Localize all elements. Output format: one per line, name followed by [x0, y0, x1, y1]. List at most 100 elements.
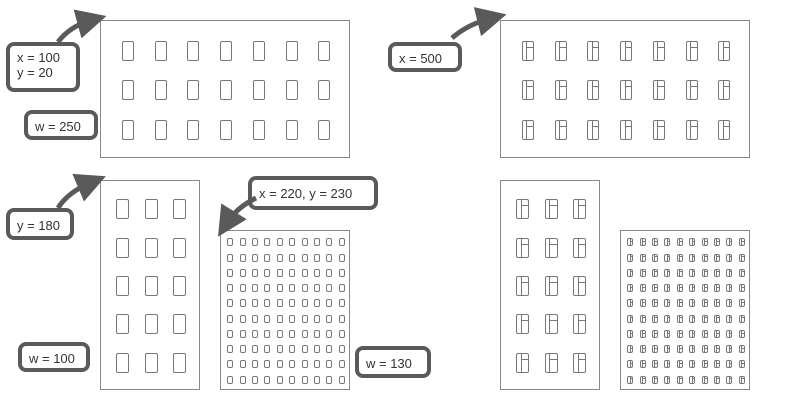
rectangle-outline-icon [338, 238, 345, 247]
window-pane-icon [738, 284, 745, 293]
window-pane-icon [738, 375, 745, 384]
rectangle-outline-icon [264, 238, 271, 247]
callout-top-left-width: w = 250 [24, 110, 98, 140]
rectangle-outline-icon [326, 314, 333, 323]
window-pane-icon [713, 268, 720, 277]
rectangle-outline-icon [172, 237, 186, 258]
rectangle-outline-icon [289, 299, 296, 308]
window-pane-icon [664, 299, 671, 308]
rectangle-outline-icon [338, 375, 345, 384]
window-pane-icon [544, 237, 558, 258]
window-pane-icon [554, 80, 567, 100]
callout-y-value: y = 20 [17, 65, 53, 80]
rectangle-outline-icon [276, 360, 283, 369]
callout-top-left-position: x = 100 y = 20 [6, 42, 80, 92]
window-pane-icon [713, 253, 720, 262]
rectangle-outline-icon [338, 253, 345, 262]
window-pane-icon [689, 360, 696, 369]
rectangle-outline-icon [121, 40, 134, 61]
window-pane-icon [685, 119, 698, 140]
window-pane-icon [689, 299, 696, 308]
callout-bottom-mid-width: w = 130 [355, 346, 431, 378]
rectangle-outline-icon [338, 314, 345, 323]
rectangle-outline-icon [264, 284, 271, 293]
window-pane-icon [664, 329, 671, 338]
rectangle-outline-icon [172, 352, 186, 373]
window-pane-icon [627, 345, 634, 354]
window-pane-icon [516, 314, 530, 335]
window-pane-icon [738, 268, 745, 277]
window-pane-icon [639, 314, 646, 323]
rectangle-outline-icon [252, 345, 259, 354]
rectangle-outline-icon [264, 329, 271, 338]
rectangle-outline-icon [227, 345, 234, 354]
window-pane-icon [726, 329, 733, 338]
window-pane-icon [676, 360, 683, 369]
callout-width-text: w = 100 [29, 351, 75, 366]
callout-x-text: x = 500 [399, 51, 443, 66]
panel-bottom-right [500, 180, 600, 390]
window-pane-icon [664, 314, 671, 323]
rectangle-outline-icon [154, 119, 167, 140]
arrow-top-left [56, 9, 107, 44]
rectangle-outline-icon [264, 268, 271, 277]
window-pane-icon [516, 276, 530, 296]
window-pane-icon [639, 345, 646, 354]
rectangle-outline-icon [252, 253, 259, 262]
window-pane-icon [652, 284, 659, 293]
rectangle-outline-icon [338, 299, 345, 308]
window-pane-icon [701, 375, 708, 384]
rectangle-outline-icon [144, 199, 158, 220]
window-pane-icon [738, 253, 745, 262]
window-pane-icon [664, 268, 671, 277]
window-pane-icon [676, 299, 683, 308]
window-pane-icon [713, 299, 720, 308]
rectangle-outline-icon [239, 360, 246, 369]
window-pane-icon [701, 360, 708, 369]
rectangle-outline-icon [301, 253, 308, 262]
rectangle-outline-icon [313, 360, 320, 369]
window-pane-icon [738, 360, 745, 369]
window-pane-icon [689, 253, 696, 262]
rectangle-outline-icon [313, 238, 320, 247]
window-pane-icon [554, 119, 567, 140]
window-pane-icon [587, 119, 600, 140]
window-pane-icon [652, 360, 659, 369]
rectangle-outline-icon [276, 284, 283, 293]
window-pane-icon [572, 199, 586, 220]
panel-bottom-left [100, 180, 200, 390]
panel-bottom-far [620, 230, 750, 390]
window-pane-icon [652, 329, 659, 338]
window-pane-icon [676, 253, 683, 262]
callout-x-value: x = 100 [17, 50, 61, 65]
window-pane-icon [652, 314, 659, 323]
window-pane-icon [701, 253, 708, 262]
rectangle-outline-icon [239, 268, 246, 277]
window-pane-icon [689, 375, 696, 384]
window-pane-icon [639, 284, 646, 293]
window-pane-icon [689, 284, 696, 293]
rectangle-outline-icon [326, 375, 333, 384]
window-pane-icon [627, 268, 634, 277]
window-pane-icon [676, 329, 683, 338]
window-pane-icon [726, 314, 733, 323]
window-pane-icon [516, 199, 530, 220]
rectangle-outline-icon [239, 238, 246, 247]
window-pane-icon [627, 375, 634, 384]
rectangle-outline-icon [326, 329, 333, 338]
rectangle-outline-icon [326, 268, 333, 277]
window-pane-icon [620, 40, 632, 61]
rectangle-outline-icon [187, 80, 200, 100]
window-pane-icon [639, 238, 646, 247]
window-pane-icon [652, 345, 659, 354]
window-pane-icon [664, 238, 671, 247]
rectangle-outline-icon [289, 284, 296, 293]
rectangle-outline-icon [301, 299, 308, 308]
window-pane-icon [701, 345, 708, 354]
rectangle-outline-icon [154, 40, 167, 61]
rectangle-outline-icon [326, 299, 333, 308]
window-pane-icon [572, 276, 586, 296]
rectangle-outline-icon [144, 314, 158, 335]
rectangle-outline-icon [326, 253, 333, 262]
window-pane-icon [521, 40, 534, 61]
